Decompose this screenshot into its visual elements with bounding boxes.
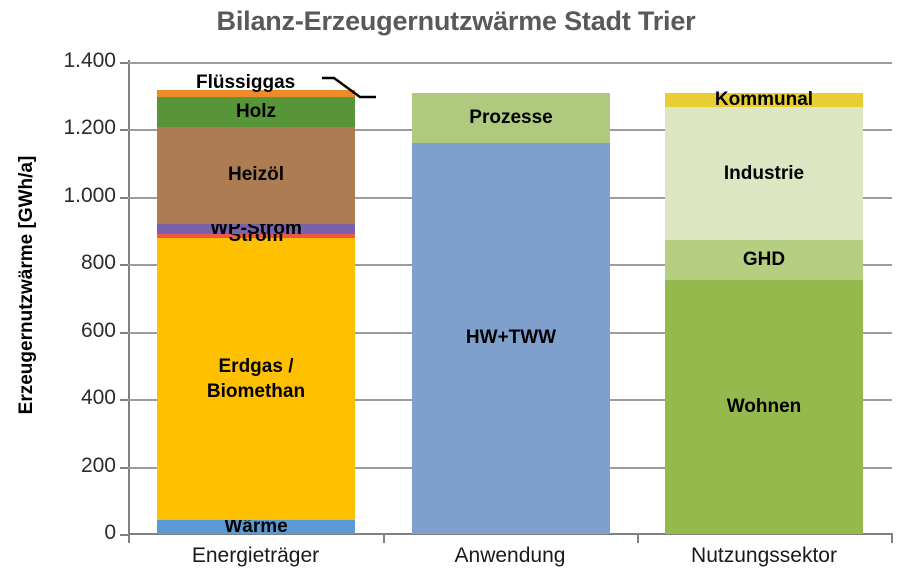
- y-axis-tick-mark: [120, 534, 128, 536]
- bar-segment-kommunal[interactable]: [665, 93, 863, 108]
- bar-segment-ghd[interactable]: [665, 240, 863, 281]
- bar-segment-heiz-l[interactable]: [157, 126, 355, 224]
- x-axis-category-label-nutzungssektor: Nutzungssektor: [691, 544, 837, 567]
- gridline: [128, 62, 892, 64]
- x-axis-category-label-energieträger: Energieträger: [191, 544, 320, 567]
- y-axis-tick-mark: [120, 62, 128, 64]
- y-axis-tick-mark: [120, 399, 128, 402]
- y-axis-tick-label: 1.400: [63, 49, 116, 72]
- x-axis-line: [128, 533, 892, 535]
- y-axis-tick-label: 600: [80, 318, 116, 342]
- y-axis-tick-mark: [120, 466, 128, 469]
- x-axis-tick-mark: [128, 533, 130, 543]
- x-axis-tick-mark: [891, 533, 893, 543]
- y-axis-tick-label: 200: [80, 453, 116, 477]
- bar-segment-fl-ssiggas[interactable]: [157, 89, 355, 97]
- bar-segment-industrie[interactable]: [665, 107, 863, 241]
- y-axis-tick-label: 0: [104, 521, 116, 544]
- x-axis-tick-mark: [383, 533, 385, 543]
- bar-segment-erdgas-biomethan[interactable]: [157, 238, 355, 521]
- chart-title: Bilanz-Erzeugernutzwärme Stadt Trier: [216, 6, 696, 36]
- bar-segment-wp-strom[interactable]: [157, 223, 355, 234]
- y-axis-line: [128, 60, 130, 536]
- bar-segment-holz[interactable]: [157, 96, 355, 127]
- y-axis-tick-mark: [120, 196, 128, 199]
- bar-segment-strom[interactable]: [157, 233, 355, 238]
- y-axis-tick-mark: [120, 331, 128, 334]
- y-axis-tick-mark: [120, 129, 128, 132]
- bar-segment-wohnen[interactable]: [665, 280, 863, 534]
- y-axis-tick-mark: [120, 264, 128, 267]
- bar-segment-hw-tww[interactable]: [412, 142, 610, 534]
- y-axis-tick-label: 800: [80, 251, 116, 275]
- callout-label-fluessiggas: Flüssiggas: [196, 72, 296, 93]
- bar-segment-prozesse[interactable]: [412, 93, 610, 143]
- x-axis-category-label-anwendung: Anwendung: [454, 544, 566, 567]
- callout-leader-line-icon: [322, 76, 376, 99]
- y-axis-tick-label: 1.000: [63, 183, 116, 207]
- y-axis-tick-label: 1.200: [63, 116, 116, 140]
- x-axis-tick-mark: [637, 533, 639, 543]
- y-axis-tick-label: 400: [80, 386, 116, 410]
- bar-segment-w-rme[interactable]: [157, 520, 355, 534]
